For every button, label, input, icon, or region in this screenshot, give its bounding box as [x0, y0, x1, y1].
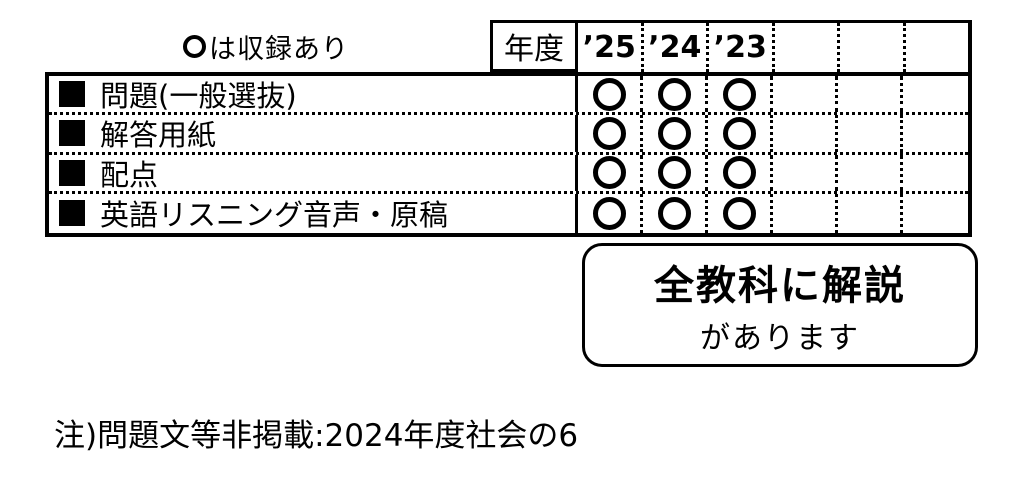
mark-cell	[578, 76, 643, 113]
circle-mark-icon	[657, 156, 691, 190]
mark-cell	[643, 193, 708, 233]
row-label: 問題(一般選抜)	[100, 79, 297, 113]
table-row: 解答用紙	[49, 115, 968, 155]
year-column-23: ’23	[709, 23, 775, 72]
mark-cell	[708, 193, 773, 233]
mark-cell	[708, 76, 773, 113]
mark-cell	[773, 193, 838, 233]
year-column-25: ’25	[578, 23, 644, 72]
circle-mark-icon	[657, 196, 691, 230]
black-square-icon	[59, 159, 85, 186]
mark-cell	[773, 154, 838, 191]
mark-cell	[773, 76, 838, 113]
circle-mark-icon	[592, 116, 626, 150]
legend: は収録あり	[183, 28, 349, 65]
callout-box: 全教科に解説 があります	[582, 243, 978, 367]
mark-cell	[773, 115, 838, 152]
mark-cell	[903, 76, 968, 112]
legend-text: は収録あり	[209, 33, 349, 65]
circle-mark-icon	[592, 156, 626, 190]
row-label: 配点	[100, 157, 159, 191]
contents-table: 問題(一般選抜) 解答用紙 配点	[45, 72, 972, 237]
circle-mark-icon	[722, 116, 756, 150]
row-label-cell: 問題(一般選抜)	[49, 76, 578, 113]
circle-mark-icon	[592, 77, 626, 111]
black-square-icon	[59, 120, 85, 147]
row-label-cell: 解答用紙	[49, 115, 578, 152]
mark-cell	[578, 115, 643, 152]
mark-cell	[708, 115, 773, 152]
table-row: 問題(一般選抜)	[49, 76, 968, 116]
row-label: 解答用紙	[100, 118, 217, 152]
year-header-cell: 年度	[490, 20, 578, 72]
mark-cell	[903, 115, 968, 151]
callout-line-2: があります	[700, 321, 860, 356]
circle-mark-icon	[183, 34, 206, 58]
circle-mark-icon	[722, 196, 756, 230]
table-row: 英語リスニング音声・原稿	[49, 193, 968, 233]
mark-cell	[903, 155, 968, 191]
callout-line-1: 全教科に解説	[654, 263, 906, 309]
mark-cell	[578, 193, 643, 233]
year-column-24: ’24	[644, 23, 709, 72]
year-column-empty-2	[840, 23, 906, 72]
black-square-icon	[59, 200, 85, 227]
row-label-cell: 英語リスニング音声・原稿	[49, 193, 578, 233]
year-column-empty-3	[906, 23, 969, 72]
circle-mark-icon	[722, 156, 756, 190]
mark-cell	[643, 154, 708, 191]
table-row: 配点	[49, 154, 968, 194]
year-columns-header: ’25 ’24 ’23	[578, 20, 972, 72]
row-label: 英語リスニング音声・原稿	[100, 198, 449, 233]
mark-cell	[643, 76, 708, 113]
mark-cell	[838, 154, 903, 191]
mark-cell	[838, 193, 903, 233]
mark-cell	[903, 194, 968, 233]
circle-mark-icon	[592, 196, 626, 230]
mark-cell	[643, 115, 708, 152]
footnote: 注)問題文等非掲載:2024年度社会の6	[54, 418, 579, 454]
circle-mark-icon	[657, 77, 691, 111]
circle-mark-icon	[657, 116, 691, 150]
row-label-cell: 配点	[49, 154, 578, 191]
circle-mark-icon	[722, 77, 756, 111]
mark-cell	[838, 76, 903, 113]
black-square-icon	[59, 81, 85, 108]
mark-cell	[708, 154, 773, 191]
mark-cell	[838, 115, 903, 152]
mark-cell	[578, 154, 643, 191]
year-column-empty-1	[775, 23, 840, 72]
